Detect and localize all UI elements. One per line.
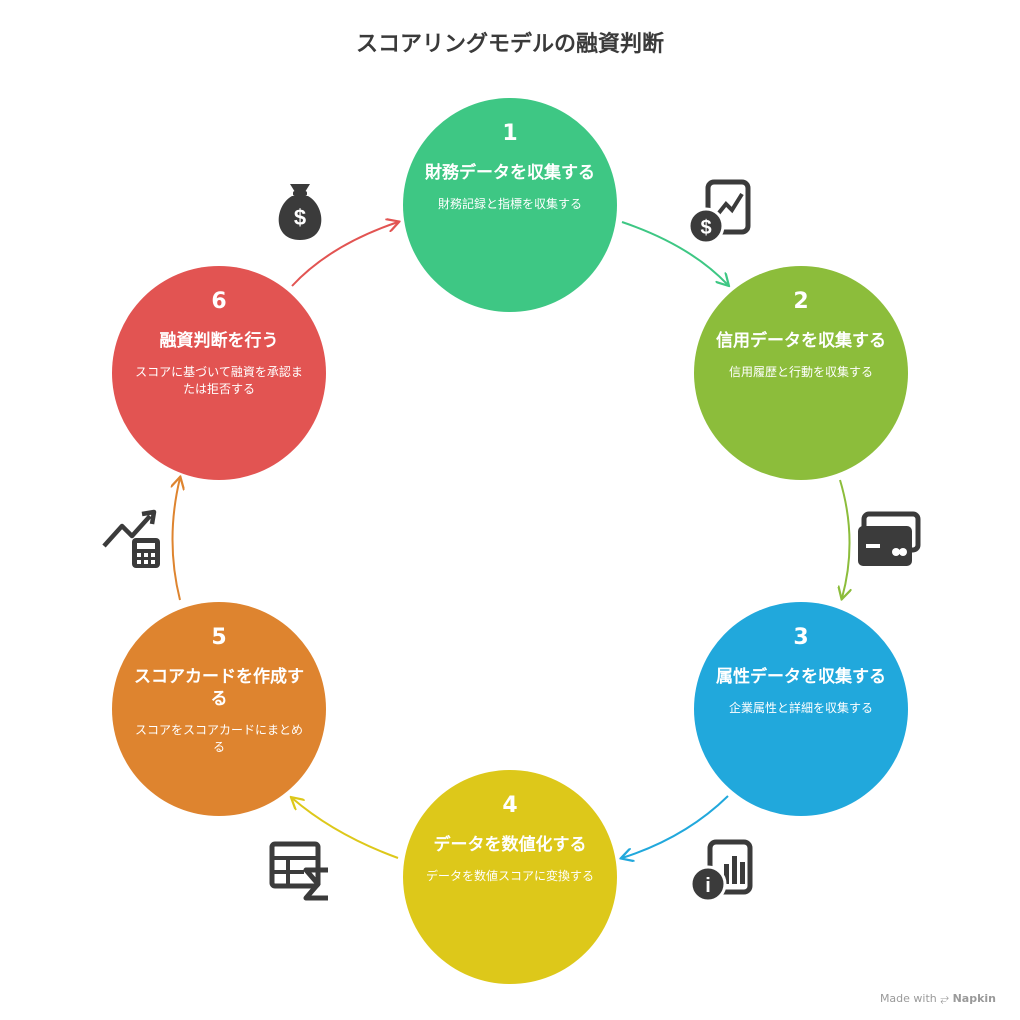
step-4-description: データを数値スコアに変換する — [425, 869, 594, 883]
step-1-circle: 1 財務データを収集する 財務記録と指標を収集する — [403, 98, 617, 312]
dollar-chart-icon: $ — [687, 179, 751, 245]
svg-text:$: $ — [294, 205, 306, 230]
step-4-circle: 4 データを数値化する データを数値スコアに変換する — [403, 770, 617, 984]
step-1-number: 1 — [502, 121, 518, 146]
arrow-3-to-4 — [622, 795, 729, 858]
page-title: スコアリングモデルの融資判断 — [355, 32, 664, 57]
step-3-circle: 3 属性データを収集する 企業属性と詳細を収集する — [694, 602, 908, 816]
svg-text:$: $ — [700, 217, 711, 239]
credit-card-icon — [858, 511, 921, 566]
napkin-brand-label: Napkin — [952, 992, 996, 1005]
step-6-description: スコアに基づいて融資を承認または拒否する — [135, 365, 303, 396]
step-2-number: 2 — [793, 289, 809, 314]
info-report-icon: i — [689, 839, 753, 903]
step-6-number: 6 — [211, 289, 227, 314]
step-3-description: 企業属性と詳細を収集する — [728, 701, 873, 715]
step-2-description: 信用履歴と行動を収集する — [728, 365, 873, 379]
money-bag-icon: $ — [278, 184, 322, 240]
step-4-number: 4 — [502, 793, 518, 818]
calculator-growth-icon — [102, 509, 160, 568]
made-with-napkin-credit[interactable]: Made with ⥂ Napkin — [880, 992, 996, 1006]
step-4-title: データを数値化する — [433, 835, 587, 855]
arrow-5-to-6 — [173, 478, 181, 601]
arrow-2-to-3 — [840, 479, 850, 598]
arrow-1-to-2 — [621, 221, 728, 285]
step-5-title: スコアカードを作成する — [134, 667, 304, 709]
made-with-label: Made with — [879, 992, 937, 1005]
arrow-6-to-1 — [291, 222, 398, 287]
step-5-number: 5 — [211, 625, 227, 650]
table-sigma-icon — [269, 841, 328, 901]
step-3-number: 3 — [793, 625, 809, 650]
step-5-circle: 5 スコアカードを作成する スコアをスコアカードにまとめる — [112, 602, 326, 816]
step-6-circle: 6 融資判断を行う スコアに基づいて融資を承認または拒否する — [112, 266, 326, 480]
step-1-title: 財務データを収集する — [425, 163, 595, 183]
napkin-logo-icon: ⥂ — [940, 992, 950, 1005]
step-1-description: 財務記録と指標を収集する — [437, 197, 582, 211]
svg-text:i: i — [705, 875, 711, 897]
step-3-title: 属性データを収集する — [716, 667, 886, 687]
step-5-description: スコアをスコアカードにまとめる — [134, 723, 303, 754]
step-2-circle: 2 信用データを収集する 信用履歴と行動を収集する — [694, 266, 908, 480]
step-2-title: 信用データを収集する — [716, 331, 886, 351]
arrow-4-to-5 — [292, 798, 399, 859]
step-6-title: 融資判断を行う — [159, 331, 279, 351]
